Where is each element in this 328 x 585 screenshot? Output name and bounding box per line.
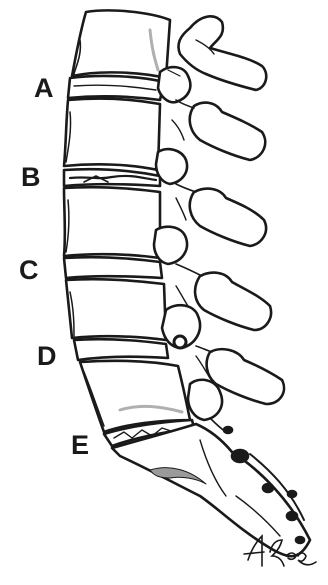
facet-joint-2 xyxy=(156,149,187,184)
spinous-process-3 xyxy=(190,189,266,246)
label-d: D xyxy=(37,343,57,370)
facet-joint-5 xyxy=(188,380,222,420)
spinous-process-2 xyxy=(190,103,265,160)
disc-a xyxy=(68,76,164,100)
label-c: C xyxy=(19,257,39,284)
facet-joint-1 xyxy=(158,67,190,102)
sacral-foramen-5 xyxy=(296,537,304,543)
sacral-foramen-1 xyxy=(232,450,248,462)
spinous-process-1 xyxy=(178,16,266,90)
vertebral-body-1 xyxy=(72,10,170,78)
label-b: B xyxy=(21,164,41,191)
sacral-foramen-2 xyxy=(263,484,273,492)
vertebral-body-4 xyxy=(66,279,166,340)
sacral-foramen-4 xyxy=(287,512,297,520)
disc-c xyxy=(64,257,162,278)
label-a: A xyxy=(34,75,54,102)
spinous-process-4 xyxy=(195,273,271,330)
pars-defect xyxy=(174,336,186,348)
label-e: E xyxy=(71,432,89,459)
facet-joint-3 xyxy=(154,227,187,264)
vertebral-body-2 xyxy=(64,99,160,170)
vertebral-body-3 xyxy=(64,187,160,258)
disc-d xyxy=(74,339,168,360)
